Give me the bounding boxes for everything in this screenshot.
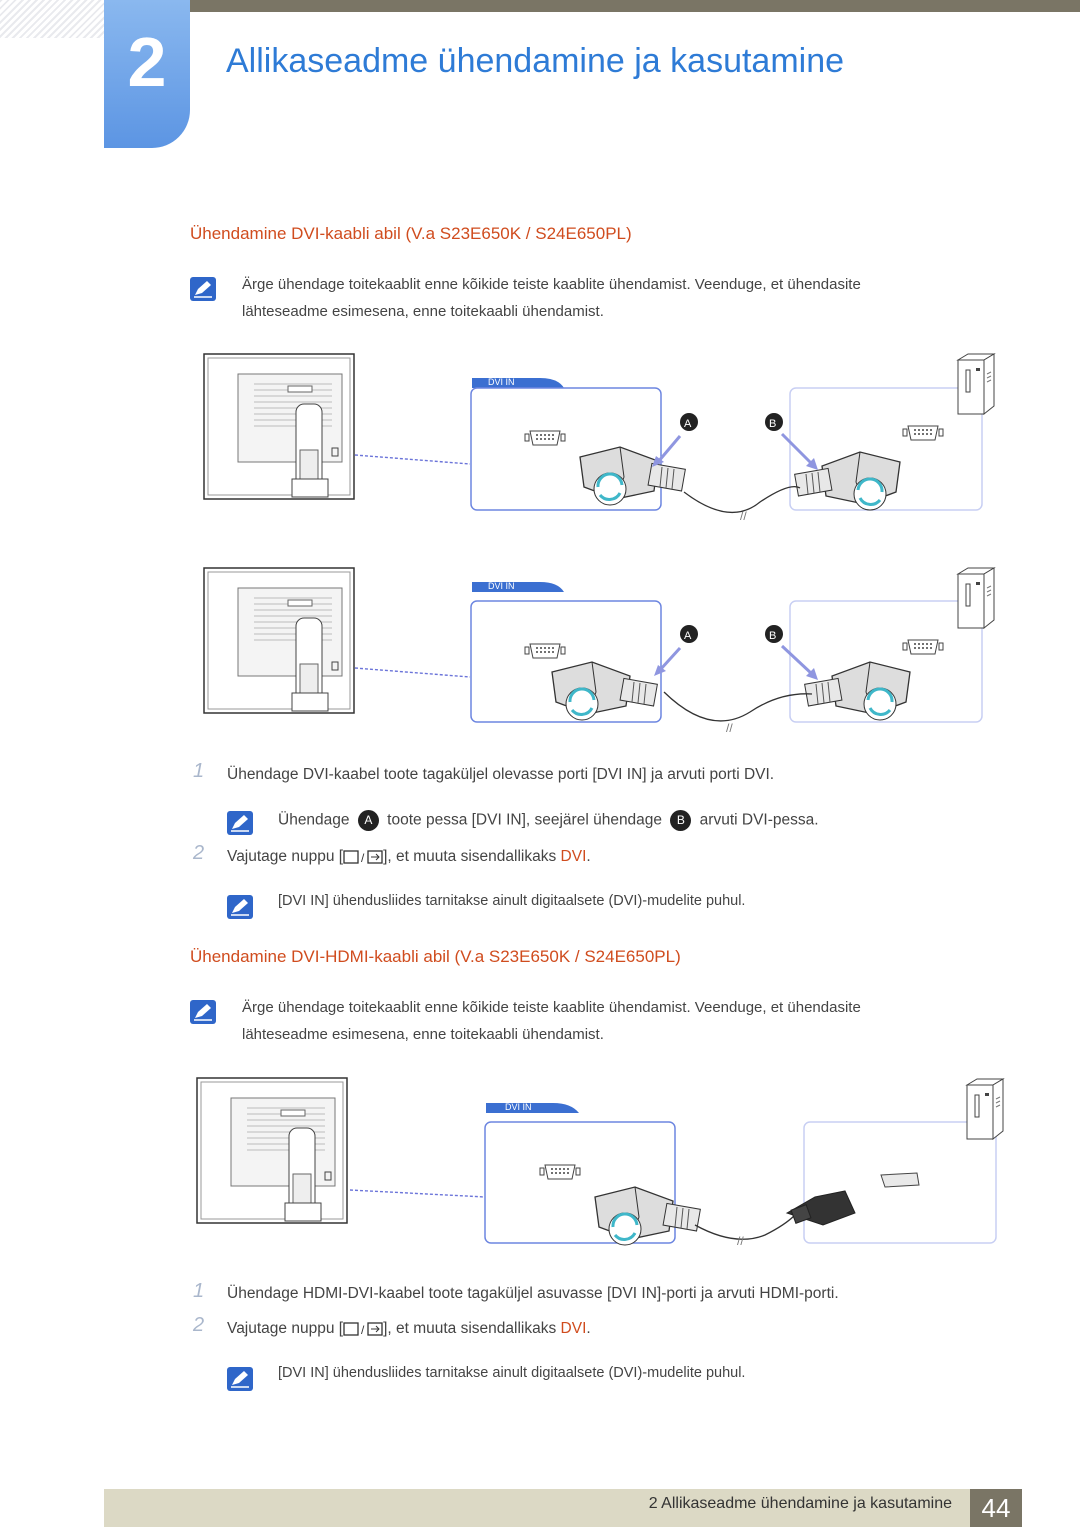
source-button-icon: /	[343, 1322, 383, 1337]
note-line: Ärge ühendage toitekaablit enne kõikide …	[242, 999, 861, 1016]
step-number: 2	[193, 842, 205, 864]
step-text: .	[586, 848, 591, 865]
note-icon	[227, 811, 253, 835]
dvi-in-tab-label: DVI IN	[505, 1102, 532, 1112]
marker-a: A	[684, 630, 692, 642]
marker-a-badge: A	[357, 810, 379, 831]
dvi-highlight: DVI	[560, 848, 587, 865]
section2-note2: [DVI IN] ühendusliides tarnitakse ainult…	[278, 1365, 746, 1381]
section1-note: Ärge ühendage toitekaablit enne kõikide …	[242, 271, 962, 325]
svg-text://: //	[737, 1234, 744, 1248]
step-text: ], et muuta sisendallikaks	[383, 848, 557, 865]
note-icon	[227, 895, 253, 919]
dvi-in-tab-label: DVI IN	[488, 581, 515, 591]
chapter-title: Allikaseadme ühendamine ja kasutamine	[226, 42, 845, 80]
dvi-highlight: DVI	[560, 1320, 587, 1337]
dvi-connection-figure: DVI IN // A B DVI IN // A B	[203, 353, 995, 732]
note-icon	[190, 1000, 216, 1024]
substep-text: arvuti DVI-pessa.	[699, 811, 819, 829]
chapter-number: 2	[127, 23, 167, 101]
section1-note2: [DVI IN] ühendusliides tarnitakse ainult…	[278, 893, 746, 909]
substep-text: Ühendage	[278, 811, 350, 829]
page-number: 44	[970, 1489, 1022, 1527]
step-number: 1	[193, 760, 205, 782]
section1-step2: Vajutage nuppu [ / ], et muuta sisendallik…	[227, 848, 591, 866]
section2-step1: Ühendage HDMI-DVI-kaabel toote tagakülje…	[227, 1285, 839, 1302]
section2-note: Ärge ühendage toitekaablit enne kõikide …	[242, 994, 962, 1048]
step-number: 2	[193, 1314, 205, 1336]
top-bar	[190, 0, 1080, 12]
marker-b: B	[769, 630, 776, 642]
marker-b: B	[769, 418, 776, 430]
hdmi-dvi-connection-figure: DVI IN //	[196, 1077, 1004, 1248]
dvi-in-tab-label: DVI IN	[488, 377, 515, 387]
step-text: ], et muuta sisendallikaks	[383, 1320, 557, 1337]
note-line: lähteseadme esimesena, enne toitekaabli …	[242, 1026, 604, 1043]
step-text: Vajutage nuppu [	[227, 1320, 344, 1337]
svg-text:/: /	[361, 1323, 365, 1337]
marker-b-badge: B	[670, 810, 692, 831]
corner-hatch	[0, 0, 104, 38]
note-icon	[227, 1367, 253, 1391]
section2-heading: Ühendamine DVI-HDMI-kaabli abil (V.a S23…	[190, 947, 681, 966]
svg-text://: //	[740, 509, 747, 523]
note-line: lähteseadme esimesena, enne toitekaabli …	[242, 303, 604, 320]
section1-heading: Ühendamine DVI-kaabli abil (V.a S23E650K…	[190, 224, 632, 243]
marker-a: A	[684, 418, 692, 430]
section1-step1: Ühendage DVI-kaabel toote tagaküljel ole…	[227, 766, 775, 783]
footer-chapter-label: 2 Allikaseadme ühendamine ja kasutamine	[648, 1495, 952, 1512]
svg-text:/: /	[361, 851, 365, 865]
step-text: .	[586, 1320, 591, 1337]
step-text: Vajutage nuppu [	[227, 848, 344, 865]
chapter-number-badge: 2	[104, 0, 190, 148]
section1-substep: Ühendage A toote pessa [DVI IN], seejäre…	[278, 810, 819, 831]
footer-bar	[104, 1489, 970, 1527]
note-line: Ärge ühendage toitekaablit enne kõikide …	[242, 276, 861, 293]
step-number: 1	[193, 1280, 205, 1302]
section2-step2: Vajutage nuppu [ / ], et muuta sisendallik…	[227, 1320, 591, 1338]
source-button-icon: /	[343, 850, 383, 865]
monitor-back-illustration	[203, 353, 355, 500]
substep-text: toote pessa [DVI IN], seejärel ühendage	[387, 811, 663, 829]
svg-text://: //	[726, 721, 733, 732]
note-icon	[190, 277, 216, 301]
